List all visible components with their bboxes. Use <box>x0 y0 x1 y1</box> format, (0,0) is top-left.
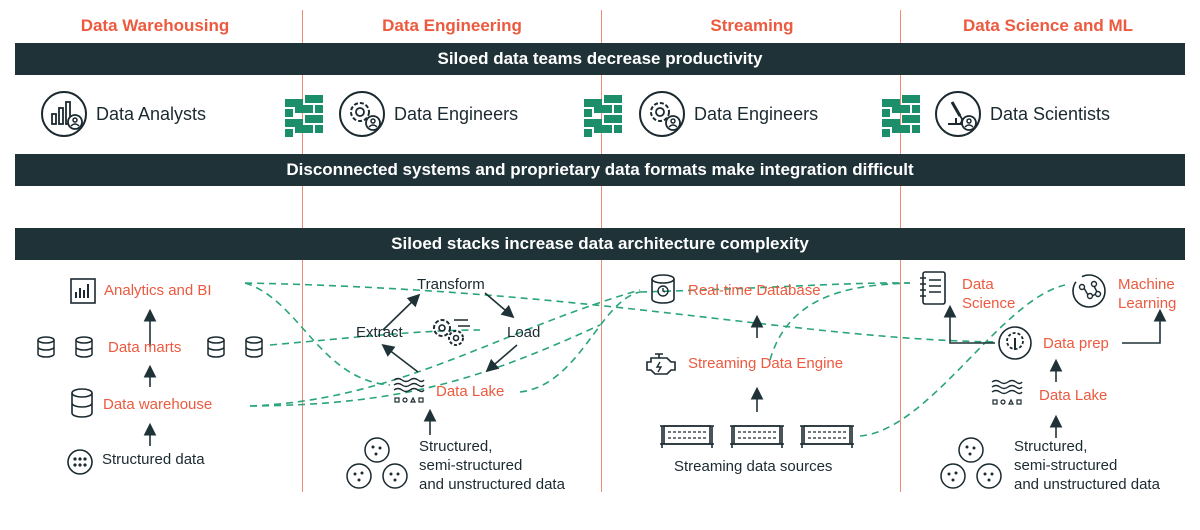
engine-icon <box>646 353 676 375</box>
banner-disconnected-systems: Disconnected systems and proprietary dat… <box>15 154 1185 186</box>
sources-line: semi-structured <box>1014 457 1118 474</box>
data-lake-label-ds: Data Lake <box>1039 387 1108 404</box>
data-prep-label: Data prep <box>1043 335 1109 352</box>
dashed-connector <box>244 282 391 386</box>
column-title-data-engineering: Data Engineering <box>382 16 522 35</box>
team-label: Data Scientists <box>990 103 1111 124</box>
realtime-database-label: Real-time Database <box>688 282 821 299</box>
column-title-data-science-ml: Data Science and ML <box>962 16 1134 35</box>
streaming-sources-label: Streaming data sources <box>674 458 833 475</box>
dashed-connector <box>269 329 481 346</box>
analytics-bi-label: Analytics and BI <box>104 282 212 299</box>
column-title-streaming: Streaming <box>710 16 794 35</box>
database-icon <box>75 336 93 358</box>
data-lake-icon <box>393 377 425 403</box>
load-label: Load <box>507 324 541 341</box>
team-data-analysts: Data Analysts <box>38 86 206 142</box>
gear-person-icon <box>339 91 385 137</box>
streaming-sources-icon <box>660 425 854 448</box>
banner-siloed-teams: Siloed data teams decrease productivity <box>15 43 1185 75</box>
database-icon <box>207 336 225 358</box>
firewall-icon <box>285 95 323 137</box>
bar-chart-icon <box>70 278 96 304</box>
streaming-data-engine-label: Streaming Data Engine <box>688 355 844 372</box>
extract-label: Extract <box>356 324 403 341</box>
dashed-connector <box>519 291 641 393</box>
mixed-sources-label-ds: Structured, semi-structured and unstruct… <box>1014 437 1160 494</box>
dashed-connector <box>769 282 911 361</box>
firewall-icon <box>584 95 622 137</box>
data-lake-label: Data Lake <box>436 383 505 400</box>
banner-siloed-stacks: Siloed stacks increase data architecture… <box>15 228 1185 260</box>
data-science-label: Data Science <box>962 275 1015 313</box>
mixed-sources-label: Structured, semi-structured and unstruct… <box>419 437 565 494</box>
warehouse-database-icon <box>71 388 93 418</box>
dashed-connector <box>249 324 601 407</box>
column-title-data-warehousing: Data Warehousing <box>80 16 230 35</box>
data-marts-label: Data marts <box>108 339 182 356</box>
machine-learning-icon <box>1072 274 1106 308</box>
microscope-person-icon <box>935 91 981 137</box>
team-data-scientists: Data Scientists <box>932 86 1110 142</box>
mixed-data-icon <box>346 437 408 489</box>
dashed-connector <box>249 289 641 407</box>
ds-line: Science <box>962 295 1016 312</box>
machine-learning-label: Machine Learning <box>1118 275 1176 313</box>
dashed-connector <box>244 282 1001 343</box>
data-prep-icon <box>998 326 1032 360</box>
ml-line: Machine <box>1118 276 1175 293</box>
structured-data-label: Structured data <box>102 451 205 468</box>
team-data-engineers-1: Data Engineers <box>336 86 518 142</box>
database-icon <box>245 336 263 358</box>
team-label: Data Engineers <box>394 103 519 124</box>
firewall-icon <box>882 95 920 137</box>
sources-line: Structured, <box>419 438 493 455</box>
sources-line: Structured, <box>1014 438 1088 455</box>
notebook-icon <box>920 271 946 305</box>
sources-line: and unstructured data <box>1014 476 1160 493</box>
data-warehouse-label: Data warehouse <box>103 396 213 413</box>
etl-gears-icon <box>433 319 470 346</box>
team-label: Data Engineers <box>694 103 819 124</box>
database-icon <box>37 336 55 358</box>
gear-person-icon <box>639 91 685 137</box>
dashed-connector <box>639 282 911 293</box>
structured-data-icon <box>67 449 93 475</box>
team-label: Data Analysts <box>96 103 207 124</box>
transform-label: Transform <box>417 276 485 293</box>
realtime-database-icon <box>651 274 675 304</box>
team-data-engineers-2: Data Engineers <box>636 86 818 142</box>
analytics-person-icon <box>41 91 87 137</box>
ds-line: Data <box>962 276 994 293</box>
ml-line: Learning <box>1118 295 1177 312</box>
data-lake-icon <box>991 379 1023 405</box>
mixed-data-icon <box>940 437 1002 489</box>
sources-line: and unstructured data <box>419 476 565 493</box>
dashed-connector <box>859 284 1066 437</box>
sources-line: semi-structured <box>419 457 523 474</box>
